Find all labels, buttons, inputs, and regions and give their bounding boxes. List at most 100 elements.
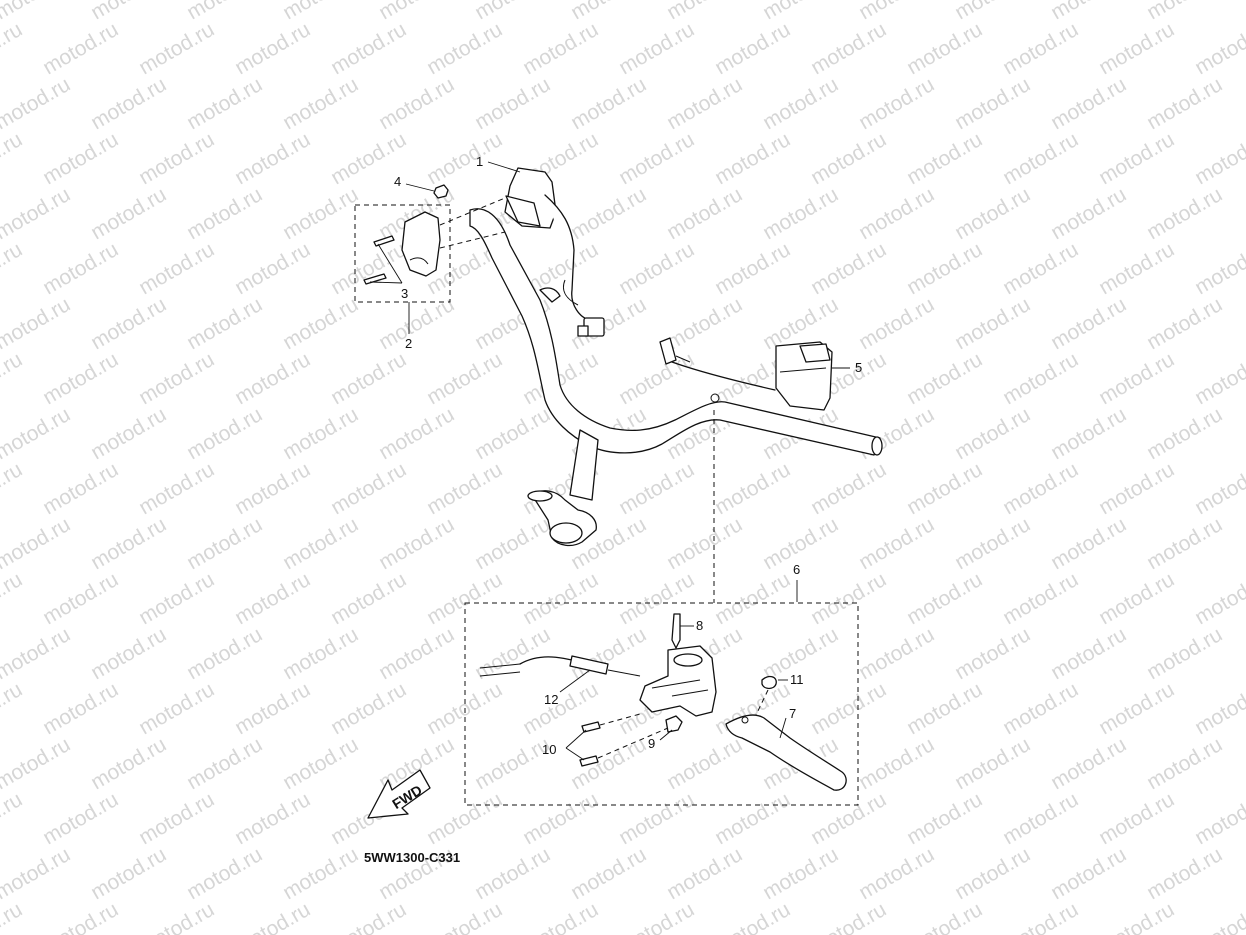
watermark-text: motod.ru: [375, 623, 458, 684]
watermark-text: motod.ru: [903, 238, 986, 299]
watermark-text: motod.ru: [1047, 513, 1130, 574]
watermark-text: motod.ru: [135, 348, 218, 409]
watermark-text: motod.ru: [999, 568, 1082, 629]
watermark-text: motod.ru: [1143, 0, 1226, 24]
watermark-text: motod.ru: [423, 898, 506, 935]
watermark-text: motod.ru: [327, 678, 410, 739]
watermark-text: motod.ru: [1191, 458, 1246, 519]
watermark-text: motod.ru: [615, 898, 698, 935]
switch-cover-group: [354, 197, 506, 303]
leader-lines: [369, 161, 850, 761]
watermark-text: motod.ru: [999, 898, 1082, 935]
watermark-text: motod.ru: [567, 843, 650, 904]
watermark-text: motod.ru: [231, 458, 314, 519]
watermark-text: motod.ru: [327, 18, 410, 79]
watermark-text: motod.ru: [999, 18, 1082, 79]
watermark-text: motod.ru: [1191, 568, 1246, 629]
watermark-text: motod.ru: [1047, 843, 1130, 904]
watermark-text: motod.ru: [855, 733, 938, 794]
watermark-text: motod.ru: [135, 458, 218, 519]
watermark-text: motod.ru: [0, 678, 26, 739]
watermark-text: motod.ru: [855, 843, 938, 904]
watermark-text: motod.ru: [279, 513, 362, 574]
watermark-text: motod.ru: [87, 183, 170, 244]
watermark-text: motod.ru: [0, 788, 26, 849]
watermark-text: motod.ru: [375, 0, 458, 24]
watermark-text: motod.ru: [903, 788, 986, 849]
watermark-text: motod.ru: [279, 0, 362, 24]
watermark-text: motod.ru: [567, 0, 650, 24]
watermark-text: motod.ru: [1143, 183, 1226, 244]
watermark-text: motod.ru: [0, 623, 74, 684]
watermark-text: motod.ru: [231, 678, 314, 739]
watermark-text: motod.ru: [615, 238, 698, 299]
watermark-text: motod.ru: [1095, 238, 1178, 299]
watermark-text: motod.ru: [951, 73, 1034, 134]
watermark-text: motod.ru: [951, 843, 1034, 904]
watermark-text: motod.ru: [1095, 128, 1178, 189]
watermark-text: motod.ru: [615, 348, 698, 409]
watermark-text: motod.ru: [87, 293, 170, 354]
watermark-text: motod.ru: [231, 898, 314, 935]
watermark-text: motod.ru: [375, 403, 458, 464]
watermark-text: motod.ru: [0, 458, 26, 519]
watermark-text: motod.ru: [39, 898, 122, 935]
watermark-text: motod.ru: [519, 18, 602, 79]
watermark-text: motod.ru: [1095, 458, 1178, 519]
watermark-text: motod.ru: [231, 788, 314, 849]
watermark-text: motod.ru: [423, 458, 506, 519]
watermark-text: motod.ru: [135, 238, 218, 299]
watermark-text: motod.ru: [375, 73, 458, 134]
diagram-code: 5WW1300-C331: [364, 850, 460, 865]
watermark-text: motod.ru: [471, 73, 554, 134]
watermark-text: motod.ru: [39, 18, 122, 79]
watermark-text: motod.ru: [759, 513, 842, 574]
watermark-text: motod.ru: [951, 513, 1034, 574]
watermark-text: motod.ru: [183, 623, 266, 684]
watermark-text: motod.ru: [807, 788, 890, 849]
watermark-text: motod.ru: [903, 678, 986, 739]
watermark-text: motod.ru: [327, 238, 410, 299]
watermark-text: motod.ru: [1191, 18, 1246, 79]
watermark-text: motod.ru: [807, 18, 890, 79]
watermark-text: motod.ru: [0, 18, 26, 79]
callout-12: 12: [544, 692, 558, 707]
watermark-text: motod.ru: [855, 513, 938, 574]
watermark-text: motod.ru: [951, 733, 1034, 794]
watermark-text: motod.ru: [807, 678, 890, 739]
watermark-text: motod.ru: [999, 458, 1082, 519]
watermark-text: motod.ru: [807, 238, 890, 299]
watermark-text: motod.ru: [87, 623, 170, 684]
watermark-text: motod.ru: [231, 348, 314, 409]
watermark-text: motod.ru: [855, 293, 938, 354]
watermark-text: motod.ru: [135, 18, 218, 79]
watermark-text: motod.ru: [807, 128, 890, 189]
watermark-text: motod.ru: [711, 458, 794, 519]
handlebar: [469, 208, 883, 547]
watermark-text: motod.ru: [135, 128, 218, 189]
watermark-text: motod.ru: [1143, 73, 1226, 134]
watermark-text: motod.ru: [759, 183, 842, 244]
watermark-text: motod.ru: [327, 898, 410, 935]
watermark-text: motod.ru: [0, 568, 26, 629]
watermark-text: motod.ru: [519, 898, 602, 935]
watermark-text: motod.ru: [183, 733, 266, 794]
watermark-text: motod.ru: [183, 183, 266, 244]
watermark-text: motod.ru: [759, 73, 842, 134]
watermark-text: motod.ru: [663, 733, 746, 794]
callout-9: 9: [648, 736, 655, 751]
watermark-text: motod.ru: [711, 18, 794, 79]
watermark-text: motod.ru: [711, 128, 794, 189]
watermark-text: motod.ru: [1191, 898, 1246, 935]
watermark-text: motod.ru: [855, 0, 938, 24]
watermark-text: motod.ru: [327, 348, 410, 409]
watermark-text: motod.ru: [567, 183, 650, 244]
watermark-text: motod.ru: [279, 623, 362, 684]
brake-master-cylinder-group: [464, 410, 859, 806]
watermark-text: motod.ru: [0, 403, 74, 464]
watermark-text: motod.ru: [1047, 0, 1130, 24]
watermark-text: motod.ru: [0, 293, 74, 354]
watermark-text: motod.ru: [615, 18, 698, 79]
watermark-text: motod.ru: [1143, 843, 1226, 904]
watermark-text: motod.ru: [615, 788, 698, 849]
